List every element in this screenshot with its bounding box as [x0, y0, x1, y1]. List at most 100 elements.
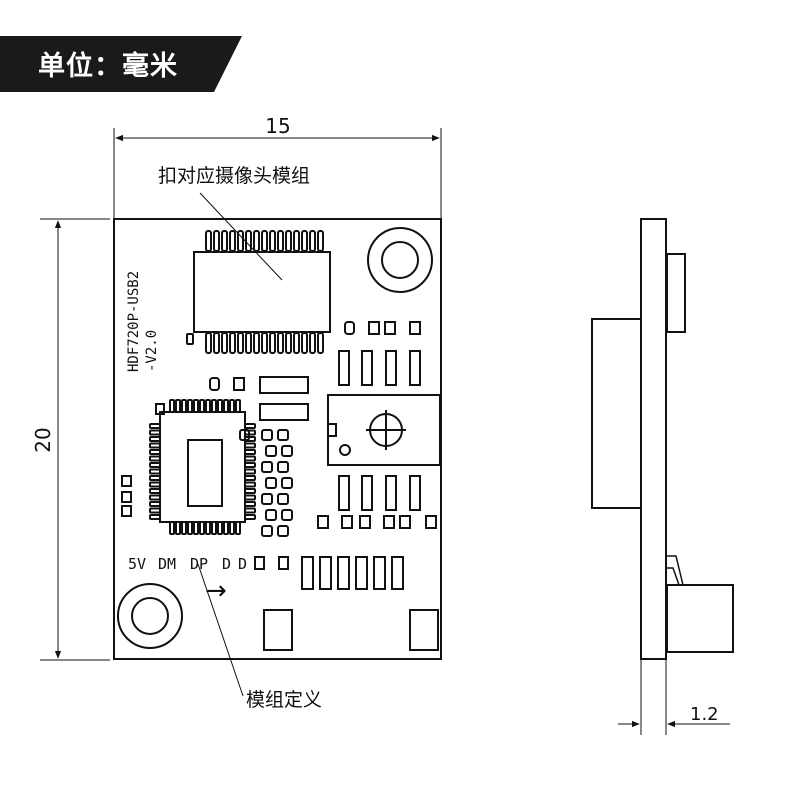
model-label: HDF720P-USB2 -V2.0	[126, 271, 160, 372]
passive-component	[261, 461, 273, 473]
ic-pin	[149, 481, 161, 488]
ic-pin	[149, 488, 161, 494]
connector-pin	[205, 332, 212, 354]
ic-pin	[187, 521, 193, 535]
ic-pin	[244, 449, 256, 455]
connector-pin	[253, 332, 260, 354]
ic-pin	[205, 521, 211, 535]
ic-pin	[149, 468, 161, 475]
ic-pin	[193, 399, 199, 413]
connector-pin	[285, 332, 292, 354]
passive-component	[265, 445, 277, 457]
passive-component	[265, 509, 277, 521]
pinout-leader	[197, 563, 244, 697]
passive-component	[277, 429, 289, 441]
passive-component	[277, 493, 289, 505]
ic-pin	[235, 399, 241, 413]
ic-pin	[149, 494, 161, 501]
width-value: 15	[265, 114, 290, 138]
unit-banner-shape	[0, 36, 242, 92]
connector-pin	[245, 332, 252, 354]
ic-pin	[244, 501, 256, 507]
mounting-hole-top-right	[367, 227, 433, 293]
connector-pin	[293, 332, 300, 354]
connector-pin	[317, 332, 324, 354]
crystal-oscillator	[327, 394, 441, 466]
connector-pin	[237, 230, 244, 252]
model-line-1: HDF720P-USB2	[126, 271, 142, 372]
ic-pin	[149, 449, 161, 455]
connector-pin	[261, 230, 268, 252]
passive-component	[281, 445, 293, 457]
ic-pin1-marker	[155, 403, 165, 415]
passive-cluster	[239, 429, 293, 537]
mounting-hole-bottom-left	[117, 583, 183, 649]
connector-pin	[301, 230, 308, 252]
unit-banner	[0, 36, 242, 92]
connector-pin	[309, 230, 316, 252]
passive-component	[281, 509, 293, 521]
connector-pin	[253, 230, 260, 252]
ic-pin	[149, 514, 161, 520]
ic-pin	[149, 501, 161, 507]
connector-pin	[237, 332, 244, 354]
passive-component	[261, 525, 273, 537]
header-pads	[254, 556, 439, 651]
connector-pin	[317, 230, 324, 252]
passive-component	[281, 477, 293, 489]
ic-pin	[199, 521, 205, 535]
ic-pin	[244, 507, 256, 514]
connector-pin	[213, 332, 220, 354]
height-dimension	[40, 218, 110, 661]
ic-pin	[244, 462, 256, 468]
ic-pin	[175, 399, 181, 413]
connector-pin	[269, 230, 276, 252]
model-line-2: -V2.0	[144, 330, 160, 372]
pin-label-dm: DM	[158, 555, 176, 573]
connector-pin	[213, 230, 220, 252]
ic-pin	[229, 399, 235, 413]
passive-component	[239, 429, 250, 441]
connector-pin	[285, 230, 292, 252]
connector-pin	[261, 332, 268, 354]
thickness-value: 1.2	[690, 704, 719, 725]
passive-component	[261, 493, 273, 505]
passives-top	[209, 321, 421, 421]
passive-component	[277, 461, 289, 473]
connector-pin	[277, 230, 284, 252]
ic-pin	[193, 521, 199, 535]
ic-pin	[187, 399, 193, 413]
ic-pin	[149, 475, 161, 481]
ic-pin	[217, 399, 223, 413]
connector-pin	[221, 332, 228, 354]
connector-pin	[293, 230, 300, 252]
ic-pin	[169, 521, 175, 535]
connector-pin	[229, 332, 236, 354]
ic-pin	[217, 521, 223, 535]
ic-pin	[229, 521, 235, 535]
connector-pin	[229, 230, 236, 252]
ic-pin	[211, 521, 217, 535]
camera-socket-callout: 扣对应摄像头模组	[158, 165, 310, 187]
camera-connector	[186, 230, 331, 354]
pin-label-5v: 5V	[128, 555, 146, 573]
ic-pin	[244, 442, 256, 449]
pin-label-d2: D	[238, 555, 247, 573]
passive-component	[261, 429, 273, 441]
passives-bottom	[121, 475, 437, 529]
ic-pin	[149, 423, 161, 429]
connector-pin	[309, 332, 316, 354]
ic-pin	[244, 423, 256, 429]
connector-pin	[301, 332, 308, 354]
connector-pin	[205, 230, 212, 252]
side-view	[591, 218, 734, 660]
ic-pin	[149, 436, 161, 442]
ic-pin	[244, 514, 256, 520]
ic-pin	[181, 399, 187, 413]
ic-pin	[223, 399, 229, 413]
height-value: 20	[31, 427, 55, 452]
connector-pin	[245, 230, 252, 252]
side-view-pcb	[640, 218, 667, 660]
pin-label-d1: D	[222, 555, 231, 573]
